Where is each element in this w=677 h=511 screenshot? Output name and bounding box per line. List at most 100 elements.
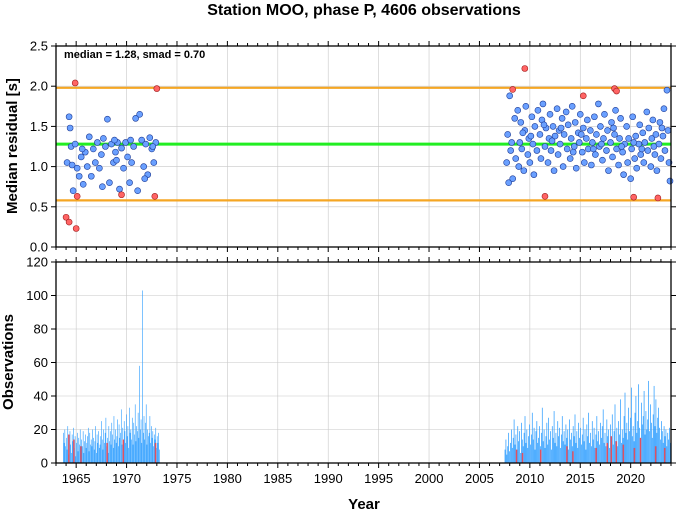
observation-bar bbox=[158, 432, 159, 463]
observation-bar bbox=[140, 419, 142, 463]
observation-bar bbox=[623, 416, 625, 463]
observation-bar bbox=[619, 434, 620, 463]
residual-point bbox=[583, 135, 590, 142]
outlier-point bbox=[73, 193, 81, 200]
observation-bar bbox=[142, 432, 144, 463]
residual-point bbox=[572, 164, 580, 172]
observation-bar bbox=[70, 444, 71, 463]
residual-point bbox=[652, 131, 660, 138]
observation-bar bbox=[507, 446, 509, 463]
observation-bar bbox=[669, 427, 670, 463]
observation-bar bbox=[144, 439, 146, 463]
observation-bar bbox=[153, 446, 154, 463]
observation-bar bbox=[635, 396, 637, 463]
observation-bar bbox=[113, 416, 115, 463]
residual-point bbox=[69, 187, 77, 195]
observation-bar bbox=[110, 444, 112, 463]
residual-point bbox=[640, 159, 648, 166]
y-tick-label: 1.0 bbox=[30, 159, 48, 174]
observation-bar bbox=[546, 422, 548, 463]
outlier-bar bbox=[515, 449, 518, 463]
residual-point bbox=[518, 145, 526, 153]
observation-bar bbox=[627, 439, 629, 463]
observation-bar bbox=[510, 442, 511, 463]
residual-point bbox=[150, 159, 158, 166]
residual-point bbox=[557, 124, 565, 132]
observation-bar bbox=[644, 434, 646, 463]
outlier-bar bbox=[610, 436, 613, 463]
residual-point bbox=[623, 123, 630, 130]
residual-point bbox=[648, 135, 656, 142]
observation-bar bbox=[636, 432, 638, 463]
stats-annotation: median = 1.28, smad = 0.70 bbox=[64, 49, 205, 61]
residual-point bbox=[637, 151, 645, 158]
residual-point bbox=[660, 105, 668, 113]
observation-bar bbox=[602, 409, 604, 463]
residual-point bbox=[643, 108, 651, 116]
outlier-bar bbox=[521, 452, 524, 463]
residual-point bbox=[633, 164, 641, 172]
residual-point bbox=[564, 121, 572, 129]
observation-bar bbox=[584, 429, 586, 463]
observation-bar bbox=[613, 431, 615, 463]
observation-bar bbox=[64, 429, 66, 463]
residual-point bbox=[562, 108, 570, 116]
x-tick-label: 1985 bbox=[263, 471, 292, 486]
observation-bar bbox=[105, 417, 107, 463]
observation-bar bbox=[660, 439, 661, 463]
observation-bar bbox=[149, 416, 151, 463]
residual-point bbox=[134, 187, 141, 195]
residual-point bbox=[571, 119, 579, 126]
outlier-bar bbox=[572, 451, 574, 463]
residual-point bbox=[620, 171, 627, 178]
observation-bar bbox=[551, 426, 553, 463]
observation-bar bbox=[147, 429, 148, 463]
residual-point bbox=[539, 100, 547, 108]
residual-point bbox=[130, 143, 137, 150]
residual-point bbox=[615, 161, 622, 169]
residual-point bbox=[509, 175, 517, 182]
y-tick-label: 40 bbox=[34, 389, 48, 404]
observation-bar bbox=[142, 290, 143, 463]
outlier-point bbox=[151, 193, 159, 200]
observation-bar bbox=[585, 449, 587, 463]
observation-bar bbox=[103, 429, 104, 463]
observation-bar bbox=[88, 451, 90, 463]
residual-point bbox=[540, 121, 548, 129]
observation-bar bbox=[638, 384, 640, 463]
y-tick-label: 0 bbox=[41, 456, 48, 471]
observation-bar bbox=[137, 412, 139, 463]
observation-bar bbox=[82, 446, 83, 463]
observation-bar bbox=[76, 432, 78, 463]
observation-bar bbox=[90, 444, 91, 463]
residual-point bbox=[118, 144, 125, 152]
observation-bar bbox=[78, 437, 80, 463]
observation-bar bbox=[159, 449, 160, 463]
observation-bar bbox=[127, 426, 129, 463]
observation-bar bbox=[576, 431, 578, 463]
residual-point bbox=[608, 119, 615, 126]
observation-bar bbox=[134, 434, 135, 463]
residual-point bbox=[639, 129, 647, 137]
observation-bar bbox=[658, 407, 660, 463]
observation-bar bbox=[583, 441, 585, 463]
observation-bar bbox=[654, 426, 656, 463]
y-tick-label: 1.5 bbox=[30, 119, 48, 134]
observation-bar bbox=[117, 419, 118, 463]
observation-bar bbox=[582, 417, 584, 463]
observation-bar bbox=[515, 434, 517, 463]
residual-y-ticks: 0.00.51.01.52.02.5 bbox=[30, 39, 676, 255]
observation-bar bbox=[594, 447, 596, 463]
residual-point bbox=[104, 115, 111, 123]
residual-point bbox=[629, 113, 636, 121]
observation-bar bbox=[573, 436, 575, 463]
residual-point bbox=[512, 155, 520, 162]
y-tick-label: 2.0 bbox=[30, 79, 48, 94]
observation-bar bbox=[604, 432, 606, 463]
residual-point bbox=[524, 151, 532, 158]
outlier-bar bbox=[639, 437, 642, 463]
observation-bar bbox=[646, 429, 648, 463]
residual-point bbox=[99, 183, 106, 190]
